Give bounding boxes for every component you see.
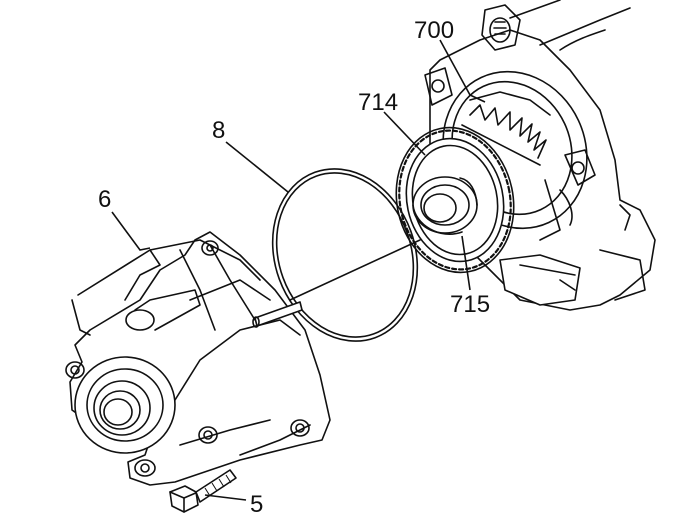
leader-5 [204, 494, 247, 501]
bolt-5 [169, 469, 237, 513]
leader-8 [225, 141, 289, 193]
alignment-line [289, 239, 421, 301]
leader-715 [461, 235, 471, 291]
callout-714: 714 [358, 89, 398, 116]
leader-714 [383, 111, 426, 156]
bearing-715 [412, 176, 478, 235]
callouts: 6 8 5 700 714 715 [98, 17, 490, 518]
o-ring-seal-8 [271, 168, 419, 342]
callout-700: 700 [414, 17, 454, 44]
leader-700 [439, 39, 486, 103]
bevel-gear-teeth [461, 91, 551, 166]
extension-housing-6 [65, 231, 331, 486]
callout-6: 6 [98, 186, 111, 213]
callout-8: 8 [212, 117, 225, 144]
callout-715: 715 [450, 291, 490, 318]
callout-5: 5 [250, 491, 263, 518]
leader-6 [111, 211, 151, 251]
